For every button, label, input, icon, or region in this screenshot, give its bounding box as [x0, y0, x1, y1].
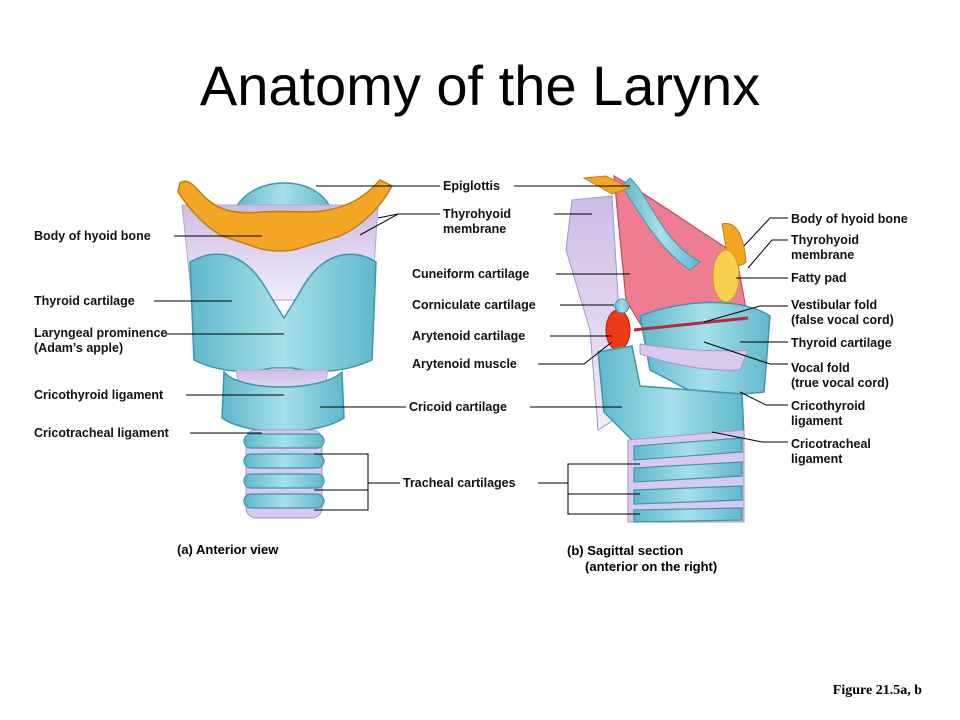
label-cricothyroid-ligament-anterior: Cricothyroid ligament	[34, 388, 164, 402]
vestibular-fold-shape	[633, 316, 749, 332]
label-corniculate-cartilage: Corniculate cartilage	[412, 298, 536, 312]
label-arytenoid-muscle: Arytenoid muscle	[412, 357, 517, 371]
vocal-fold-shape	[639, 343, 749, 371]
leader-lines	[154, 185, 788, 515]
label-body-of-hyoid-bone-sagittal: Body of hyoid bone	[791, 212, 908, 226]
label-cuneiform-cartilage: Cuneiform cartilage	[412, 267, 530, 281]
label-cricotracheal-ligament-anterior: Cricotracheal ligament	[34, 426, 169, 440]
label-laryngeal-prominence: Laryngeal prominence (Adam’s apple)	[34, 326, 168, 355]
sagittal-view-drawing	[565, 174, 771, 523]
label-thyroid-cartilage-anterior: Thyroid cartilage	[34, 294, 135, 308]
figure-reference: Figure 21.5a, b	[832, 683, 922, 698]
label-fatty-pad: Fatty pad	[791, 271, 847, 285]
cricoid-cartilage-shape-sagittal	[597, 345, 745, 441]
label-tracheal-cartilages: Tracheal cartilages	[403, 476, 516, 490]
hyoid-bone-shape-sagittal	[582, 175, 632, 195]
caption-sagittal-section: (b) Sagittal section (anterior on the ri…	[567, 543, 718, 574]
anterior-view-drawing	[177, 179, 394, 519]
label-vocal-fold: Vocal fold (true vocal cord)	[791, 361, 889, 390]
label-cricoid-cartilage: Cricoid cartilage	[409, 400, 507, 414]
label-cricotracheal-ligament-sagittal: Cricotracheal ligament	[791, 437, 871, 466]
label-thyrohyoid-membrane-anterior: Thyrohyoid membrane	[443, 207, 512, 236]
cricoid-cartilage-shape-anterior	[221, 369, 345, 433]
label-epiglottis: Epiglottis	[443, 179, 500, 193]
corniculate-cartilage-shape	[614, 298, 630, 314]
label-vestibular-fold: Vestibular fold (false vocal cord)	[791, 298, 894, 327]
fatty-pad-shape	[712, 249, 740, 303]
hyoid-bone-shape-anterior	[177, 179, 394, 252]
label-cricothyroid-ligament-sagittal: Cricothyroid ligament	[791, 399, 866, 428]
caption-anterior-view: (a) Anterior view	[177, 542, 279, 557]
label-arytenoid-cartilage: Arytenoid cartilage	[412, 329, 526, 343]
label-thyroid-cartilage-sagittal: Thyroid cartilage	[791, 336, 892, 350]
label-body-of-hyoid-bone-anterior: Body of hyoid bone	[34, 229, 151, 243]
epiglottis-shape-sagittal	[621, 177, 701, 271]
label-thyrohyoid-membrane-sagittal: Thyrohyoid membrane	[791, 233, 860, 262]
page-title: Anatomy of the Larynx	[199, 54, 761, 117]
